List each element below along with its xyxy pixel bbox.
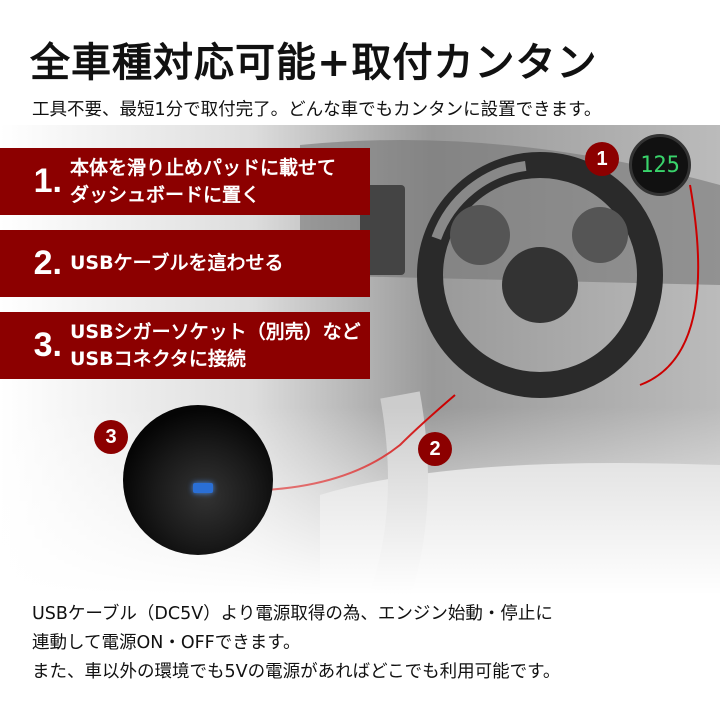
- step-text: USBコネクタに接続: [70, 347, 246, 370]
- description: USBケーブル（DC5V）より電源取得の為、エンジン始動・停止に 連動して電源O…: [32, 600, 560, 687]
- step-1: 1. 本体を滑り止めパッドに載せてダッシュボードに置く: [0, 148, 370, 215]
- subtitle: 工具不要、最短1分で取付完了。どんな車でもカンタンに設置できます。: [32, 100, 602, 120]
- usb-port-icon: [193, 483, 213, 493]
- step-text: USBシガーソケット（別売）など: [70, 320, 361, 343]
- badge-3: 3: [94, 420, 128, 454]
- step-2: 2. USBケーブルを這わせる: [0, 230, 370, 297]
- step-number: 2.: [33, 244, 62, 282]
- description-line: また、車以外の環境でも5Vの電源があればどこでも利用可能です。: [32, 662, 561, 682]
- badge-1: 1: [585, 142, 619, 176]
- description-line: USBケーブル（DC5V）より電源取得の為、エンジン始動・停止に: [32, 604, 553, 624]
- step-number: 3.: [33, 326, 62, 364]
- step-number: 1.: [33, 162, 62, 200]
- badge-2: 2: [418, 432, 452, 466]
- usb-socket-image: [123, 405, 273, 555]
- step-text: ダッシュボードに置く: [70, 183, 261, 206]
- page-title: 全車種対応可能+取付カンタン: [30, 40, 598, 86]
- step-3: 3. USBシガーソケット（別売）など USBコネクタに接続: [0, 312, 370, 379]
- hud-speedometer-device: 125: [629, 134, 691, 196]
- step-text: USBケーブルを這わせる: [70, 252, 284, 274]
- description-line: 連動して電源ON・OFFできます。: [32, 633, 301, 653]
- step-text: 本体を滑り止めパッドに載せて: [70, 156, 337, 179]
